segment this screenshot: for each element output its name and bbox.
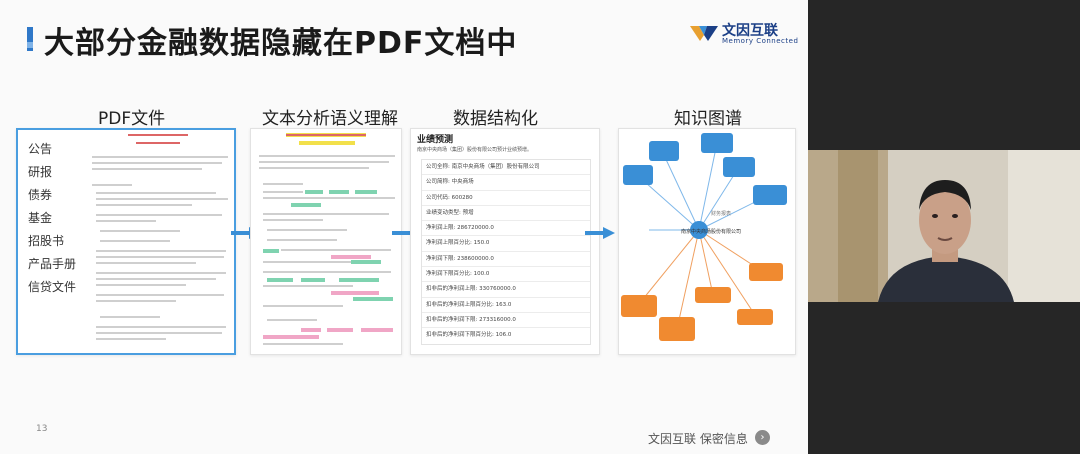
graph-center-node bbox=[690, 221, 708, 239]
graph-center-label-2: 股份有限公司 bbox=[711, 228, 741, 235]
table-row: 公司全称: 南京中央商场（集团）股份有限公司 bbox=[422, 160, 590, 176]
presentation-slide: 大部分金融数据隐藏在PDF文档中 文因互联 Memory Connected P… bbox=[0, 0, 808, 454]
column-heading-pdf: PDF文件 bbox=[98, 109, 166, 129]
table-row: 扣非后的净利润上限: 330760000.0 bbox=[422, 282, 590, 298]
table-row: 净利润上限百分比: 150.0 bbox=[422, 236, 590, 252]
table-row: 净利润上限: 286720000.0 bbox=[422, 221, 590, 237]
pdf-type-item: 债券 bbox=[28, 188, 53, 202]
company-logo: 文因互联 Memory Connected bbox=[690, 20, 798, 46]
pdf-type-item: 招股书 bbox=[28, 234, 65, 248]
slide-title: 大部分金融数据隐藏在PDF文档中 bbox=[44, 26, 518, 61]
title-accent-bar bbox=[27, 27, 33, 51]
pdf-type-item: 公告 bbox=[28, 142, 53, 156]
presenter-image bbox=[808, 150, 1080, 302]
graph-edge-label: 财务报表 bbox=[711, 210, 731, 217]
table-row: 扣非后的净利润上限百分比: 163.0 bbox=[422, 298, 590, 313]
graph-node-orange bbox=[659, 317, 695, 341]
column-heading-structuring: 数据结构化 bbox=[453, 109, 538, 129]
footer-text: 文因互联 保密信息 bbox=[648, 432, 748, 446]
logo-icon bbox=[690, 26, 718, 41]
knowledge-graph-panel: 南京中央商场 股份有限公司 财务报表 bbox=[618, 128, 796, 355]
graph-node-blue bbox=[723, 157, 755, 177]
graph-node-blue bbox=[649, 141, 679, 161]
pdf-type-item: 产品手册 bbox=[28, 257, 77, 271]
title-accent-dot bbox=[27, 42, 33, 48]
column-heading-text-analysis: 文本分析语义理解 bbox=[262, 109, 398, 129]
table-row: 扣非后的净利润下限百分比: 106.0 bbox=[426, 332, 512, 339]
page-number: 13 bbox=[36, 424, 48, 434]
pdf-type-item: 信贷文件 bbox=[28, 280, 77, 294]
table-row: 扣非后的净利润下限: 273316000.0 bbox=[422, 313, 590, 329]
webcam-feed bbox=[808, 0, 1080, 454]
graph-node-blue bbox=[753, 185, 787, 205]
graph-center-label: 南京中央商场 bbox=[681, 228, 711, 235]
table-row: 净利润下限百分比: 100.0 bbox=[422, 267, 590, 283]
pdf-document-preview bbox=[86, 130, 234, 353]
pdf-type-item: 基金 bbox=[28, 211, 53, 225]
column-heading-knowledge-graph: 知识图谱 bbox=[674, 109, 742, 129]
logo-subtext: Memory Connected bbox=[722, 37, 799, 45]
presenter-video bbox=[808, 150, 1080, 302]
arrow-right-icon bbox=[585, 227, 615, 239]
structured-data-table: 公司全称: 南京中央商场（集团）股份有限公司 公司简称: 中央商场 公司代码: … bbox=[421, 159, 591, 345]
structured-data-subtitle: 南京中央商场（集团）股份有限公司预计业绩预增。 bbox=[417, 147, 533, 153]
graph-node-blue bbox=[623, 165, 653, 185]
table-row: 业绩变动类型: 预增 bbox=[422, 206, 590, 222]
table-row: 公司简称: 中央商场 bbox=[422, 175, 590, 191]
pdf-panel: 公告 研报 债券 基金 招股书 产品手册 信贷文件 bbox=[16, 128, 236, 355]
structured-data-panel: 业绩预测 南京中央商场（集团）股份有限公司预计业绩预增。 公司全称: 南京中央商… bbox=[410, 128, 600, 355]
chevron-right-icon[interactable]: › bbox=[755, 430, 770, 445]
graph-node-orange bbox=[621, 295, 657, 317]
knowledge-graph: 南京中央商场 股份有限公司 财务报表 bbox=[621, 133, 787, 341]
table-row: 净利润下限: 238600000.0 bbox=[422, 252, 590, 268]
graph-node-orange bbox=[737, 309, 773, 325]
graph-node-orange bbox=[749, 263, 783, 281]
logo-text: 文因互联 bbox=[722, 23, 778, 39]
pdf-type-list: 公告 研报 债券 基金 招股书 产品手册 信贷文件 bbox=[28, 138, 76, 299]
pdf-type-item: 研报 bbox=[28, 165, 53, 179]
structured-data-title: 业绩预测 bbox=[417, 135, 454, 145]
table-row: 公司代码: 600280 bbox=[422, 191, 590, 206]
graph-node-orange bbox=[695, 287, 731, 303]
text-analysis-panel bbox=[250, 128, 402, 355]
graph-node-blue bbox=[701, 133, 733, 153]
